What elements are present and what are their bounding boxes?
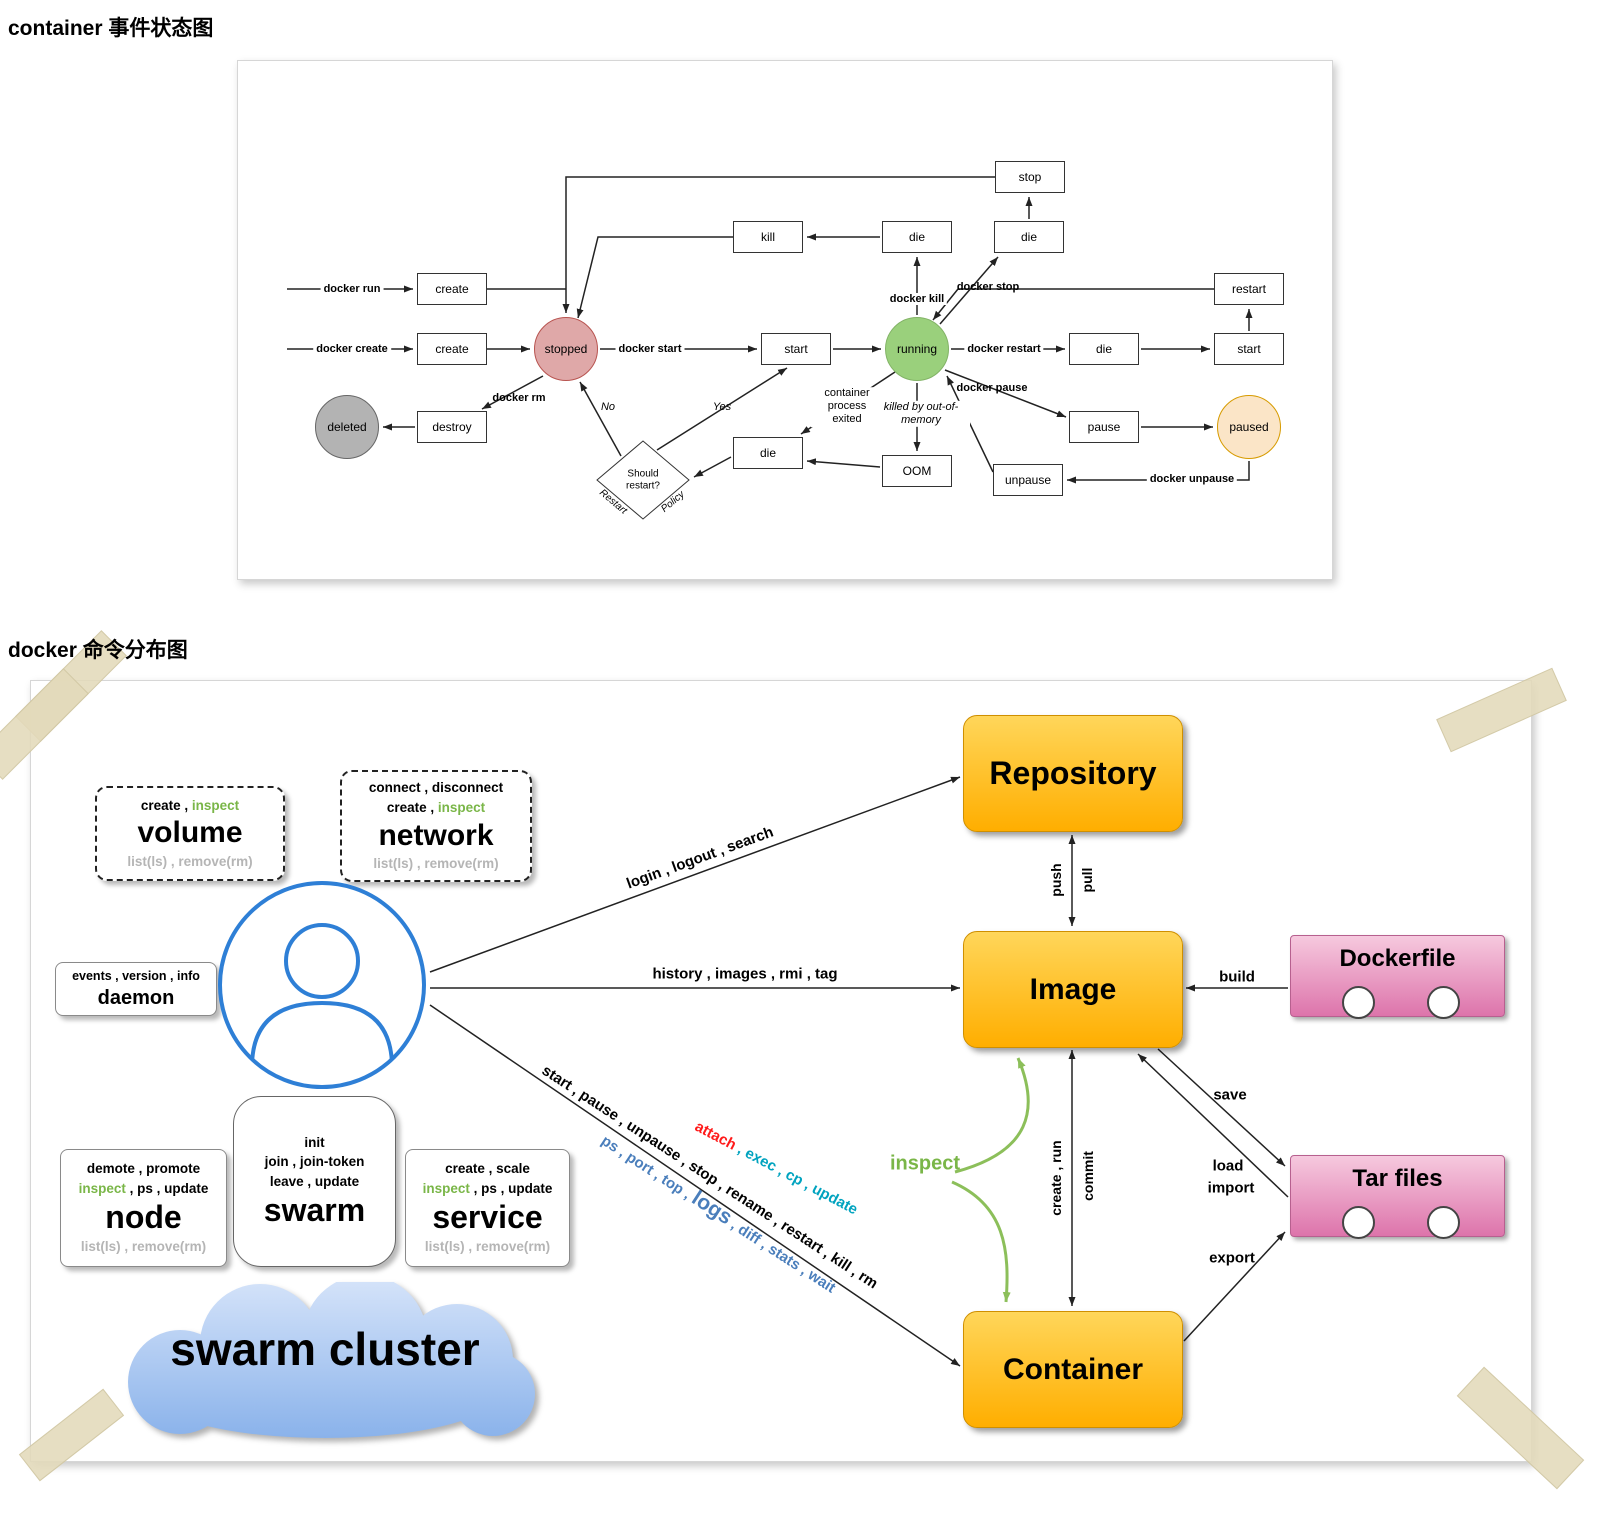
node-title: node [105, 1199, 182, 1236]
tarfiles-wheel-icon [1427, 1206, 1460, 1239]
swarm-commands-2: join , join-token [264, 1154, 365, 1170]
tarfiles-box: Tar files [1290, 1155, 1505, 1237]
edge-label-docker-create: docker create [313, 343, 391, 355]
node-group: demote , promote inspect , ps , update n… [60, 1149, 227, 1267]
volume-commands-bottom: list(ls) , remove(rm) [127, 853, 253, 869]
dockerfile-wheel-icon [1342, 986, 1375, 1019]
service-commands-1: create , scale [445, 1161, 530, 1177]
state-circle-paused: paused [1217, 395, 1281, 459]
container-box: Container [963, 1311, 1183, 1428]
swarm-commands-3: leave , update [269, 1173, 360, 1189]
tarfiles-wheel-icon [1342, 1206, 1375, 1239]
edge-label-build: build [1219, 968, 1255, 986]
state-circle-deleted: deleted [315, 395, 379, 459]
dockerfile-box: Dockerfile [1290, 935, 1505, 1017]
daemon-group: events , version , info daemon [55, 962, 217, 1016]
state-box-die-stop: die [994, 221, 1064, 253]
edge-label-history: history , images , rmi , tag [652, 965, 838, 983]
volume-commands-top: create , inspect [140, 797, 240, 813]
edge-label-docker-stop: docker stop [956, 281, 1020, 293]
swarm-title: swarm [263, 1192, 366, 1229]
swarm-cluster-label: swarm cluster [170, 1323, 480, 1375]
state-box-kill: kill [733, 221, 803, 253]
state-diagram-title: container 事件状态图 [8, 17, 214, 40]
state-box-unpause: unpause [993, 464, 1063, 496]
service-commands-bottom: list(ls) , remove(rm) [424, 1239, 551, 1255]
state-box-restart: restart [1214, 273, 1284, 305]
edge-label-docker-restart: docker restart [964, 343, 1044, 355]
user-icon [218, 881, 426, 1089]
state-box-die-exit: die [733, 437, 803, 469]
node-commands-bottom: list(ls) , remove(rm) [80, 1239, 207, 1255]
network-group: connect , disconnect create , inspect ne… [340, 770, 532, 882]
service-title: service [432, 1199, 543, 1236]
service-commands-2: inspect , ps , update [422, 1180, 553, 1196]
state-box-oom: OOM [882, 455, 952, 487]
edge-label-inspect: inspect [889, 1152, 961, 1175]
edge-label-docker-rm: docker rm [492, 392, 546, 404]
swarm-group: init join , join-token leave , update sw… [233, 1096, 396, 1267]
repository-box: Repository [963, 715, 1183, 832]
state-circle-stopped: stopped [534, 317, 598, 381]
state-diagram-card [237, 60, 1333, 580]
image-box: Image [963, 931, 1183, 1048]
edge-label-docker-run: docker run [320, 283, 384, 295]
state-box-stop: stop [995, 161, 1065, 193]
swarm-cluster-cloud [128, 1282, 535, 1438]
node-commands-1: demote , promote [86, 1161, 201, 1177]
daemon-commands: events , version , info [72, 968, 200, 983]
volume-group: create , inspect volume list(ls) , remov… [95, 786, 285, 881]
volume-title: volume [137, 816, 243, 850]
dockerfile-wheel-icon [1427, 986, 1460, 1019]
edge-label-docker-kill: docker kill [886, 293, 948, 305]
node-commands-2: inspect , ps , update [78, 1180, 209, 1196]
decision-label: Should restart? [626, 468, 660, 492]
edge-label-pull: pull [1079, 867, 1095, 893]
state-box-create: create [417, 333, 487, 365]
network-commands-2: create , inspect [386, 799, 486, 815]
edge-label-create-run: create , run [1048, 1140, 1064, 1216]
edge-label-yes: Yes [712, 401, 732, 413]
edge-label-save: save [1213, 1086, 1247, 1104]
edge-label-no: No [600, 401, 616, 413]
network-commands-1: connect , disconnect [368, 780, 504, 796]
network-title: network [378, 818, 494, 852]
daemon-title: daemon [97, 987, 175, 1010]
state-box-start-restart: start [1214, 333, 1284, 365]
edge-label-commit: commit [1080, 1151, 1096, 1201]
state-box-die-kill: die [882, 221, 952, 253]
edge-label-docker-unpause: docker unpause [1146, 473, 1238, 485]
service-group: create , scale inspect , ps , update ser… [405, 1149, 570, 1267]
state-box-die-restart: die [1069, 333, 1139, 365]
edge-label-load: load [1210, 1157, 1246, 1175]
state-box-destroy: destroy [417, 411, 487, 443]
state-circle-running: running [885, 317, 949, 381]
edge-label-oom-killed: killed by out-of-memory [872, 400, 970, 428]
edge-label-docker-start: docker start [615, 343, 685, 355]
edge-label-export: export [1209, 1249, 1255, 1267]
network-commands-bottom: list(ls) , remove(rm) [373, 856, 499, 872]
state-box-create-run: create [417, 273, 487, 305]
edge-label-push: push [1048, 863, 1064, 897]
state-box-pause: pause [1069, 411, 1139, 443]
cmd-diagram-title: docker 命令分布图 [8, 639, 188, 662]
swarm-commands-1: init [304, 1134, 325, 1150]
edge-label-docker-pause: docker pause [956, 382, 1028, 394]
edge-label-import: import [1205, 1179, 1257, 1197]
state-box-start: start [761, 333, 831, 365]
